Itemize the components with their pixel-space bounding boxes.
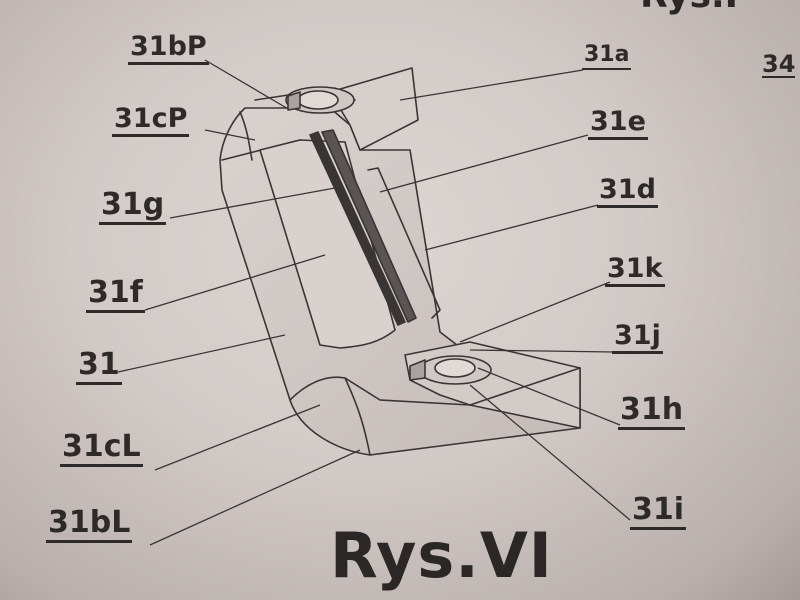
leader-lines [117, 59, 631, 546]
label-31j: 31j [612, 322, 663, 354]
label-31a: 31a [582, 44, 632, 70]
label-31d: 31d [597, 176, 658, 208]
label-31e: 31e [588, 108, 648, 140]
label-31f: 31f [86, 278, 145, 313]
label-31cP: 31cP [112, 105, 190, 137]
figure-title: Rys.VI [330, 519, 553, 592]
label-31i: 31i [630, 495, 687, 530]
label-31cL: 31cL [60, 432, 143, 467]
label-31bP: 31bP [128, 33, 209, 65]
cut-off-figure-title: Rys.I [640, 0, 738, 14]
label-31bL: 31bL [46, 508, 133, 543]
label-31k: 31k [605, 255, 665, 287]
label-31g: 31g [99, 190, 167, 225]
top-block-outline [329, 67, 419, 151]
label-31: 31 [76, 350, 122, 385]
label-34: 34 [762, 50, 796, 78]
label-31h: 31h [618, 395, 686, 430]
